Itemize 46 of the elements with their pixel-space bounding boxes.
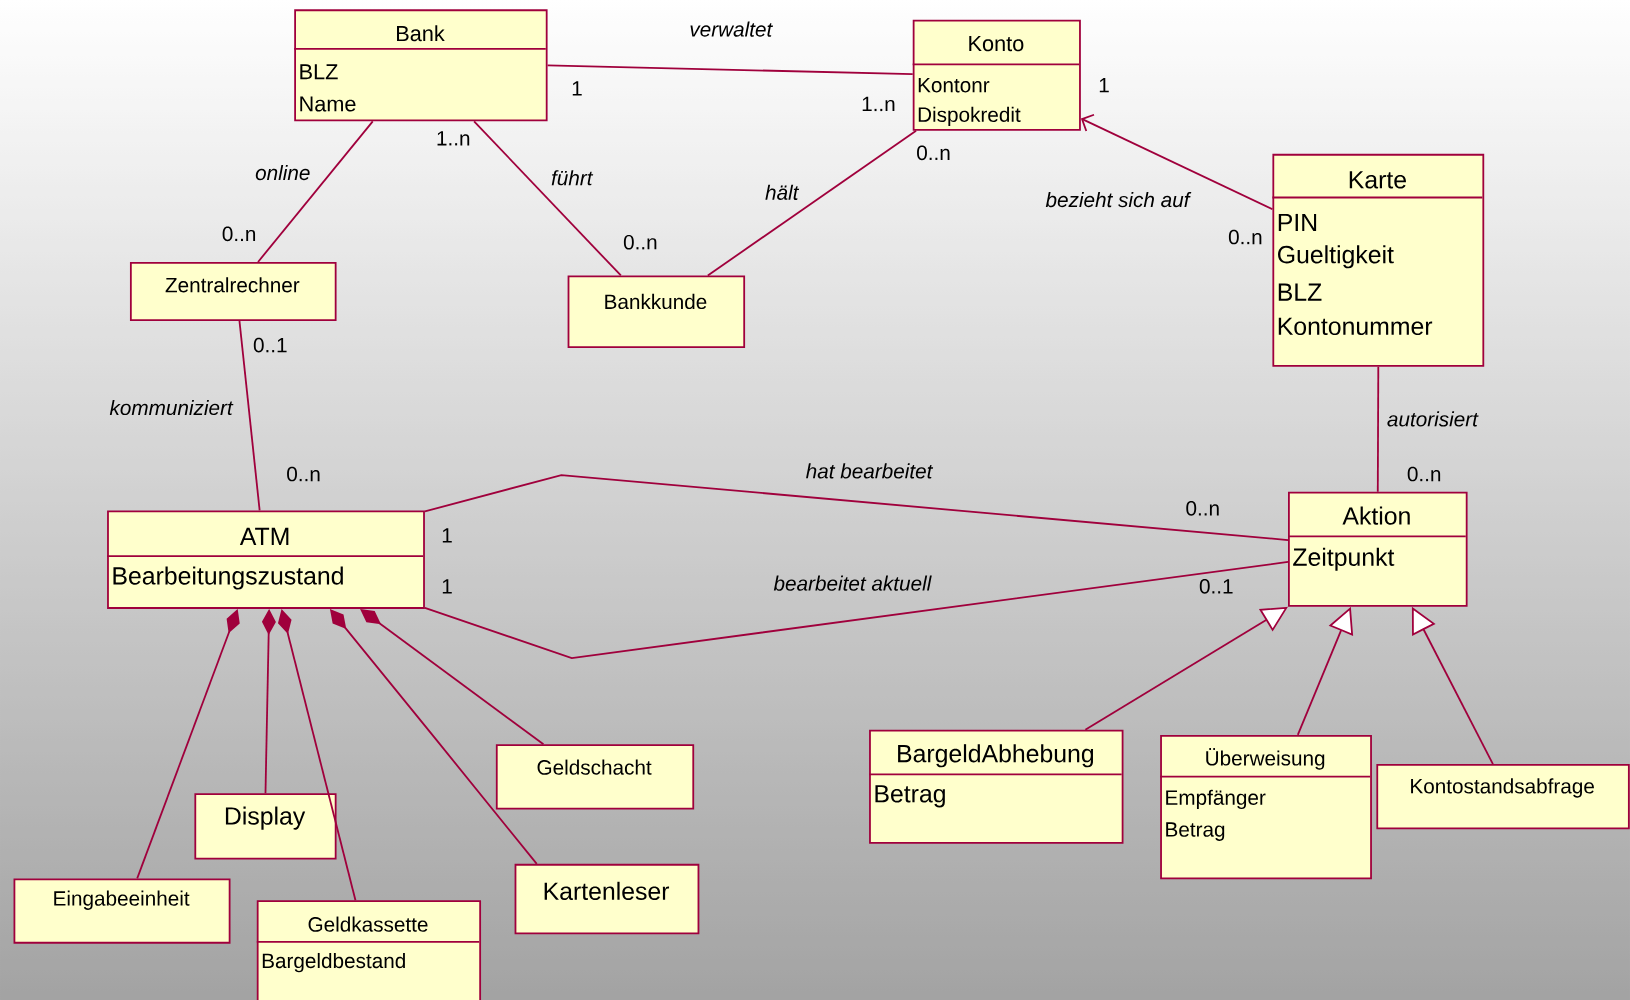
association-line [473, 120, 622, 277]
edge-label: verwaltet [690, 21, 773, 37]
edge-label: führt [551, 170, 594, 186]
multiplicity-label: 1 [572, 81, 582, 96]
association-line [706, 129, 917, 277]
class-box: Überweisung Empfänger Betrag [1159, 734, 1372, 880]
class-box: Bankkunde [567, 275, 746, 348]
edge-label: hält [765, 184, 800, 200]
class-box: Eingabeeinheit [13, 878, 231, 944]
multiplicity-label: 1 [1099, 78, 1109, 93]
association-line [1376, 365, 1380, 493]
edge-label: bezieht sich auf [1045, 191, 1192, 208]
multiplicity-label: 1..n [437, 131, 470, 146]
multiplicity-label: 0..n [623, 234, 657, 250]
edge-label: bearbeitet aktuell [773, 575, 932, 591]
edge-label: kommuniziert [109, 399, 234, 416]
class-box: Geldschacht [495, 744, 695, 810]
multiplicity-label: 0..1 [1199, 578, 1233, 594]
association-line [257, 120, 374, 263]
multiplicity-label: 0..n [287, 466, 320, 482]
association-line [546, 64, 914, 75]
class-box: Geldkassette Bargeldbestand [255, 900, 482, 1000]
edge-label: autorisiert [1387, 411, 1479, 427]
class-box: Konto Kontonr Dispokredit [911, 19, 1081, 131]
class-box: Bank BLZ Name [293, 9, 548, 122]
class-box: Display [194, 793, 337, 860]
arrow [1080, 113, 1274, 211]
class-box: Zentralrechner [129, 261, 337, 321]
association-line [238, 320, 261, 512]
class-box: ATM Bearbeitungszustand [106, 510, 425, 609]
multiplicity-label: 1 [442, 579, 452, 594]
edge-label: online [255, 164, 310, 181]
class-box: Aktion Zeitpunkt [1287, 491, 1468, 607]
multiplicity-label: 0..n [222, 226, 256, 242]
arrow [1084, 606, 1288, 731]
class-box: Kartenleser [514, 863, 700, 935]
association-line [424, 561, 1289, 659]
multiplicity-label: 1 [442, 528, 452, 543]
multiplicity-label: 0..1 [253, 337, 287, 353]
multiplicity-label: 0..n [917, 145, 950, 161]
association-line [424, 474, 1289, 541]
edge-label: hat bearbeitet [806, 463, 934, 479]
class-box: Kontostandsabfrage [1376, 764, 1630, 830]
class-box: BargeldAbhebung Betrag [868, 729, 1124, 844]
class-box: Karte PIN Gueltigkeit BLZ Kontonummer [1271, 153, 1485, 367]
multiplicity-label: 0..n [1186, 501, 1219, 516]
